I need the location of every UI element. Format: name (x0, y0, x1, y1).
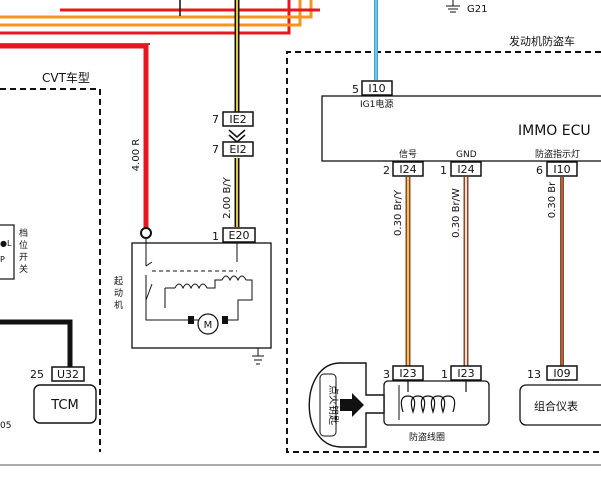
i23-b-code: I23 (457, 367, 474, 380)
immo-ecu-box (321, 95, 601, 162)
g21-label: G21 (467, 4, 487, 15)
top-orange-wire (0, 0, 302, 27)
connector-u32: 25 U32 (30, 366, 85, 382)
immo-label: IMMO ECU (518, 123, 591, 139)
gear-l: ●L (0, 239, 12, 248)
i09-pin: 13 (527, 368, 541, 381)
i24-gnd-pin: 1 (440, 164, 447, 177)
gear-label-0: 档 (19, 227, 28, 239)
immo-region: 发动机防盗车 (286, 34, 601, 453)
connector-i24-gnd: 1 I24 (440, 161, 482, 177)
starter-coil-2 (221, 275, 247, 282)
ignition-key: 点火钥匙 (308, 362, 385, 448)
cvt-label: CVT车型 (42, 70, 90, 85)
i24-sig-pin: 2 (383, 164, 390, 177)
starter-box (131, 242, 272, 349)
starter-motor: 1 E20 M (131, 227, 272, 365)
connector-ie2: 7 IE2 (212, 111, 254, 127)
coil-box (383, 380, 490, 426)
i10-lamp-code: I10 (553, 163, 570, 176)
wire-label-gnd: 0.30 Br/W (451, 188, 462, 238)
red-wire-terminal (140, 227, 152, 239)
cvt-region: CVT车型 ●L P 档 位 开 关 25 U32 TCM 05 (0, 70, 101, 452)
starter-label-2: 机 (114, 299, 123, 311)
gnd-label: GND (456, 150, 477, 160)
tcm-black-wire (0, 319, 73, 367)
wire-label-red: 4.00 R (131, 139, 142, 171)
red-wire-4r (0, 43, 149, 228)
key-arrow-icon (340, 393, 364, 417)
tcm-box (33, 384, 97, 424)
gear-label-1: 位 (19, 239, 28, 251)
connector-i23-a: 3 I23 (383, 365, 424, 381)
top-orange-wire-2 (0, 0, 313, 19)
motor-symbol (197, 313, 219, 335)
wire-label-lamp: 0.30 Br (547, 181, 558, 218)
i23-a-pin: 3 (383, 368, 390, 381)
gear-p: P (0, 255, 5, 264)
i10-lamp-pin: 6 (536, 164, 543, 177)
i09-code: I09 (553, 367, 570, 380)
gear-label-3: 关 (19, 263, 28, 275)
lamp-label: 防盗指示灯 (535, 148, 580, 160)
ig1-label: IG1电源 (360, 98, 393, 110)
starter-label-1: 动 (114, 288, 123, 299)
i24-sig-code: I24 (399, 163, 416, 176)
i24-gnd-code: I24 (457, 163, 474, 176)
u32-pin: 25 (30, 368, 44, 381)
i10-top-pin: 5 (352, 83, 359, 96)
top-wire-bundle (0, 0, 320, 45)
key-label-text: 点火钥匙 (327, 385, 340, 425)
e20-pin: 1 (212, 230, 219, 243)
ie2-pin: 7 (212, 113, 219, 126)
gear-switch-box (0, 224, 15, 280)
ie2-chevron (228, 129, 246, 143)
connector-i23-b: 1 I23 (441, 365, 482, 381)
starter-coil-1 (174, 283, 208, 290)
cluster-box (519, 384, 601, 426)
starter-ground (252, 348, 264, 365)
connector-i24-sig: 2 I24 (383, 161, 424, 177)
connector-ei2: 7 EI2 (212, 141, 254, 157)
wire-label-by: 2.00 B/Y (222, 176, 233, 219)
engine-title: 发动机防盗车 (509, 34, 575, 48)
i23-a-code: I23 (399, 367, 416, 380)
ei2-code: EI2 (229, 143, 246, 156)
coil-symbol (400, 381, 467, 415)
i23-b-pin: 1 (441, 368, 448, 381)
motor-label: M (204, 320, 213, 331)
tcm-label: TCM (50, 398, 78, 413)
connector-i09: 13 I09 (527, 365, 578, 381)
i10-top-code: I10 (368, 82, 385, 95)
ei2-pin: 7 (212, 143, 219, 156)
ground-g21: G21 (446, 0, 487, 15)
e20-code: E20 (229, 229, 250, 242)
starter-label-0: 起 (114, 276, 123, 287)
cluster-label: 组合仪表 (534, 399, 578, 413)
gear-label-2: 开 (19, 252, 28, 263)
u32-code: U32 (57, 368, 79, 381)
ie2-code: IE2 (229, 113, 246, 126)
wire-label-sig: 0.30 Br/Y (393, 189, 404, 236)
connector-i10-top: 5 I10 (352, 80, 393, 96)
connector-e20: 1 E20 (212, 227, 256, 243)
coil-label: 防盗线圈 (409, 431, 445, 443)
sig-label: 信号 (399, 148, 417, 160)
connector-i10-lamp: 6 I10 (536, 161, 578, 177)
left-num: 05 (0, 421, 11, 431)
